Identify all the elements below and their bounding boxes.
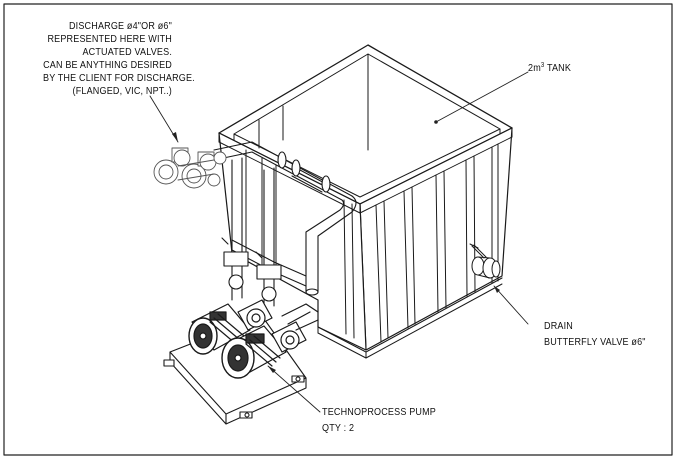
pump-leader — [267, 365, 321, 413]
pump-label-line-2: QTY : 2 — [322, 422, 355, 434]
actuated-valves — [153, 147, 227, 189]
pump-label: TECHNOPROCESS PUMP QTY : 2 — [322, 406, 436, 435]
discharge-note: DISCHARGE ø4"OR ø6" REPRESENTED HERE WIT… — [43, 20, 195, 98]
discharge-piping — [213, 141, 357, 311]
drain-butterfly-valve — [469, 243, 501, 279]
drain-label-line-2: BUTTERFLY VALVE ø6" — [544, 336, 646, 348]
drawing-border — [3, 3, 673, 456]
pump-1 — [188, 299, 273, 355]
discharge-note-line-5: BY THE CLIENT FOR DISCHARGE. — [43, 72, 195, 84]
tank-label-suffix: TANK — [544, 62, 572, 74]
tank-label-prefix: 2m — [528, 62, 541, 74]
tank-label-superscript: 3 — [540, 62, 545, 69]
discharge-note-line-4: CAN BE ANYTHING DESIRED — [43, 59, 173, 71]
discharge-note-line-6: (FLANGED, VIC, NPT..) — [72, 85, 172, 97]
tank-leader — [435, 71, 529, 123]
pump-2 — [221, 303, 319, 379]
pump-label-line-1: TECHNOPROCESS PUMP — [322, 406, 436, 418]
drain-label-line-1: DRAIN — [544, 320, 573, 332]
discharge-note-line-2: REPRESENTED HERE WITH — [47, 33, 172, 45]
discharge-note-line-3: ACTUATED VALVES. — [82, 46, 172, 58]
drain-leader — [493, 285, 529, 325]
tank-label: 2m3 TANK — [528, 62, 571, 75]
leader-lines — [149, 71, 529, 413]
drain-label: DRAIN BUTTERFLY VALVE ø6" — [544, 320, 646, 349]
discharge-note-line-1: DISCHARGE ø4"OR ø6" — [68, 20, 172, 32]
